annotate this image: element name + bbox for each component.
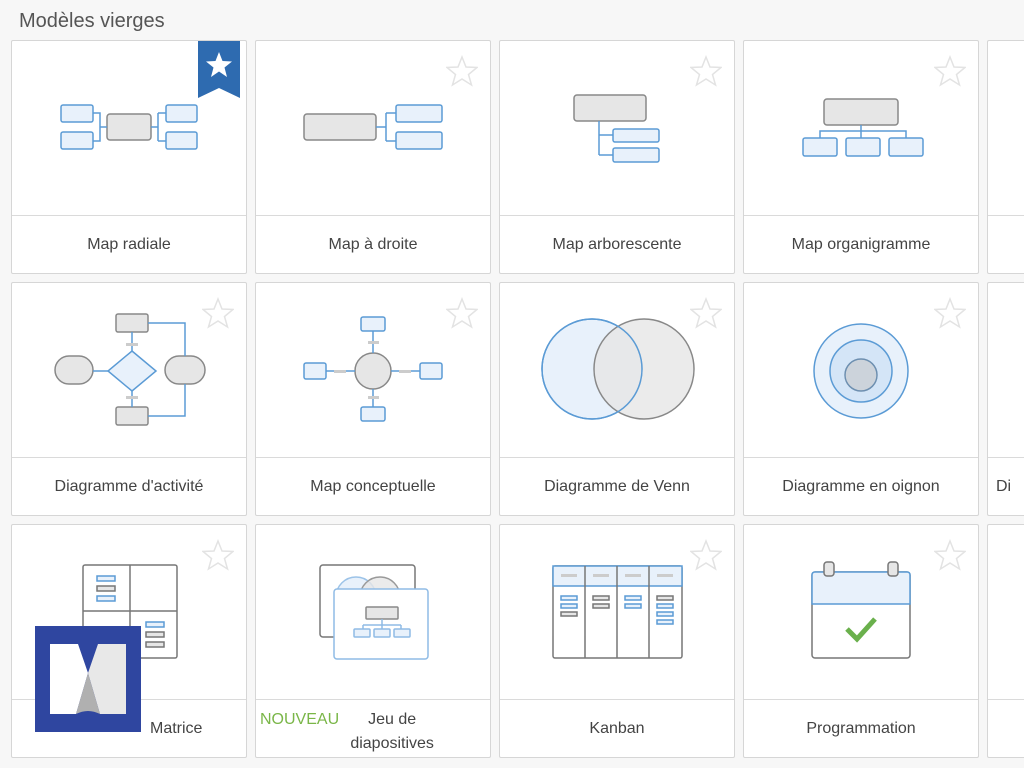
template-label: Di [988,457,1024,515]
template-card-map-radiale[interactable]: Map radiale [11,40,247,274]
star-icon[interactable] [690,539,722,571]
template-card-kanban[interactable]: Kanban [499,524,735,758]
diagramme-oignon-thumbnail [744,283,978,457]
new-badge: NOUVEAU [260,711,340,728]
mindmanager-logo [35,626,141,732]
star-icon[interactable] [934,539,966,571]
template-label: Map radiale [12,215,246,273]
template-label: Map à droite [256,215,490,273]
template-card-partial[interactable]: Di [987,282,1024,516]
star-icon[interactable] [202,297,234,329]
template-label [988,215,1024,273]
star-icon[interactable] [934,55,966,87]
template-label: Map arborescente [500,215,734,273]
star-icon[interactable] [934,297,966,329]
logo-icon [50,644,126,714]
template-card-map-arborescente[interactable]: Map arborescente [499,40,735,274]
template-card-map-conceptuelle[interactable]: Map conceptuelle [255,282,491,516]
diagramme-venn-thumbnail [500,283,734,457]
template-label: Map organigramme [744,215,978,273]
star-icon[interactable] [690,55,722,87]
template-card-partial[interactable] [987,40,1024,274]
template-label: Diagramme de Venn [500,457,734,515]
programmation-thumbnail [744,525,978,699]
template-card-map-a-droite[interactable]: Map à droite [255,40,491,274]
map-organigramme-thumbnail [744,41,978,215]
template-label [988,699,1024,757]
template-card-diagramme-venn[interactable]: Diagramme de Venn [499,282,735,516]
map-conceptuelle-thumbnail [256,283,490,457]
favorite-ribbon-icon[interactable] [198,40,240,98]
star-icon[interactable] [446,297,478,329]
template-label: Diagramme d'activité [12,457,246,515]
star-icon[interactable] [446,55,478,87]
template-label: Programmation [744,699,978,757]
template-card-diagramme-oignon[interactable]: Diagramme en oignon [743,282,979,516]
jeu-de-diapositives-thumbnail [256,525,490,699]
diagramme-activite-thumbnail [12,283,246,457]
template-card-map-organigramme[interactable]: Map organigramme [743,40,979,274]
template-label: Map conceptuelle [256,457,490,515]
map-arborescente-thumbnail [500,41,734,215]
template-label: Kanban [500,699,734,757]
star-icon[interactable] [202,539,234,571]
template-card-jeu-de-diapositives[interactable]: NOUVEAU Jeu de diapositives [255,524,491,758]
template-label: Diagramme en oignon [744,457,978,515]
template-card-programmation[interactable]: Programmation [743,524,979,758]
template-card-partial[interactable] [987,524,1024,758]
star-icon[interactable] [690,297,722,329]
section-title: Modèles vierges [19,10,165,32]
kanban-thumbnail [500,525,734,699]
template-label-text: Jeu de diapositives [350,711,434,752]
template-card-diagramme-activite[interactable]: Diagramme d'activité [11,282,247,516]
template-label: NOUVEAU Jeu de diapositives [256,699,490,757]
map-radiale-thumbnail [12,41,246,215]
map-a-droite-thumbnail [256,41,490,215]
